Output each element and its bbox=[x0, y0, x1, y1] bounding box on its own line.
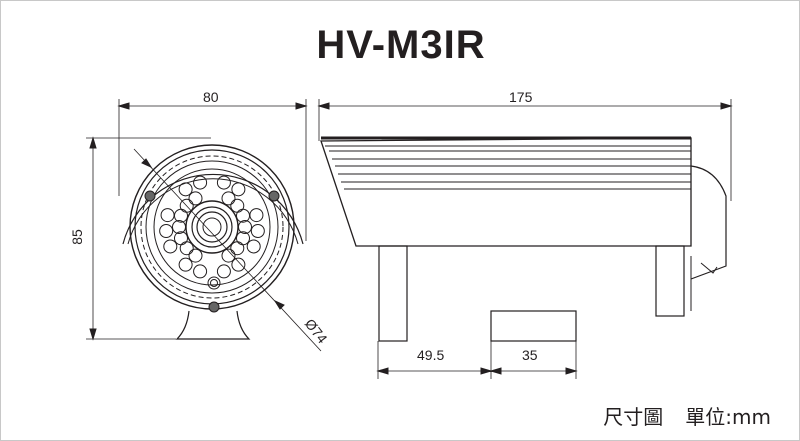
ir-led bbox=[246, 239, 261, 254]
dim-front-height: 85 bbox=[68, 229, 85, 245]
ir-led bbox=[230, 198, 245, 213]
side-view bbox=[317, 99, 733, 379]
ir-led bbox=[231, 182, 246, 197]
ir-led bbox=[221, 191, 236, 206]
ir-led bbox=[188, 248, 203, 263]
ir-led bbox=[178, 257, 193, 272]
ir-led bbox=[173, 231, 188, 246]
unit-label: 單位:mm bbox=[685, 405, 771, 429]
ir-led bbox=[250, 224, 265, 239]
front-view bbox=[86, 99, 322, 352]
ir-led bbox=[178, 182, 193, 197]
ir-led bbox=[173, 208, 188, 223]
ir-led bbox=[179, 241, 194, 256]
ir-led bbox=[159, 224, 174, 239]
ir-led bbox=[236, 208, 251, 223]
ir-led bbox=[163, 239, 178, 254]
ir-led bbox=[193, 264, 208, 279]
dim-mount-width: 35 bbox=[522, 347, 538, 363]
ir-led bbox=[236, 231, 251, 246]
ir-led bbox=[216, 264, 231, 279]
ir-led bbox=[231, 257, 246, 272]
unit-note: 尺寸圖單位:mm bbox=[603, 401, 771, 430]
ir-led bbox=[221, 248, 236, 263]
drawing-label: 尺寸圖 bbox=[603, 405, 664, 429]
page-title: HV-M3IR bbox=[316, 23, 486, 67]
ir-led bbox=[230, 241, 245, 256]
ir-led bbox=[193, 175, 208, 190]
ir-led bbox=[160, 208, 175, 223]
ir-led bbox=[238, 220, 252, 234]
ir-led bbox=[172, 220, 186, 234]
ir-led bbox=[249, 208, 264, 223]
dim-front-width: 80 bbox=[203, 89, 219, 105]
ir-led bbox=[188, 191, 203, 206]
ir-led bbox=[216, 175, 231, 190]
dim-bracket-offset: 49.5 bbox=[417, 347, 445, 363]
dim-side-length: 175 bbox=[509, 89, 533, 105]
